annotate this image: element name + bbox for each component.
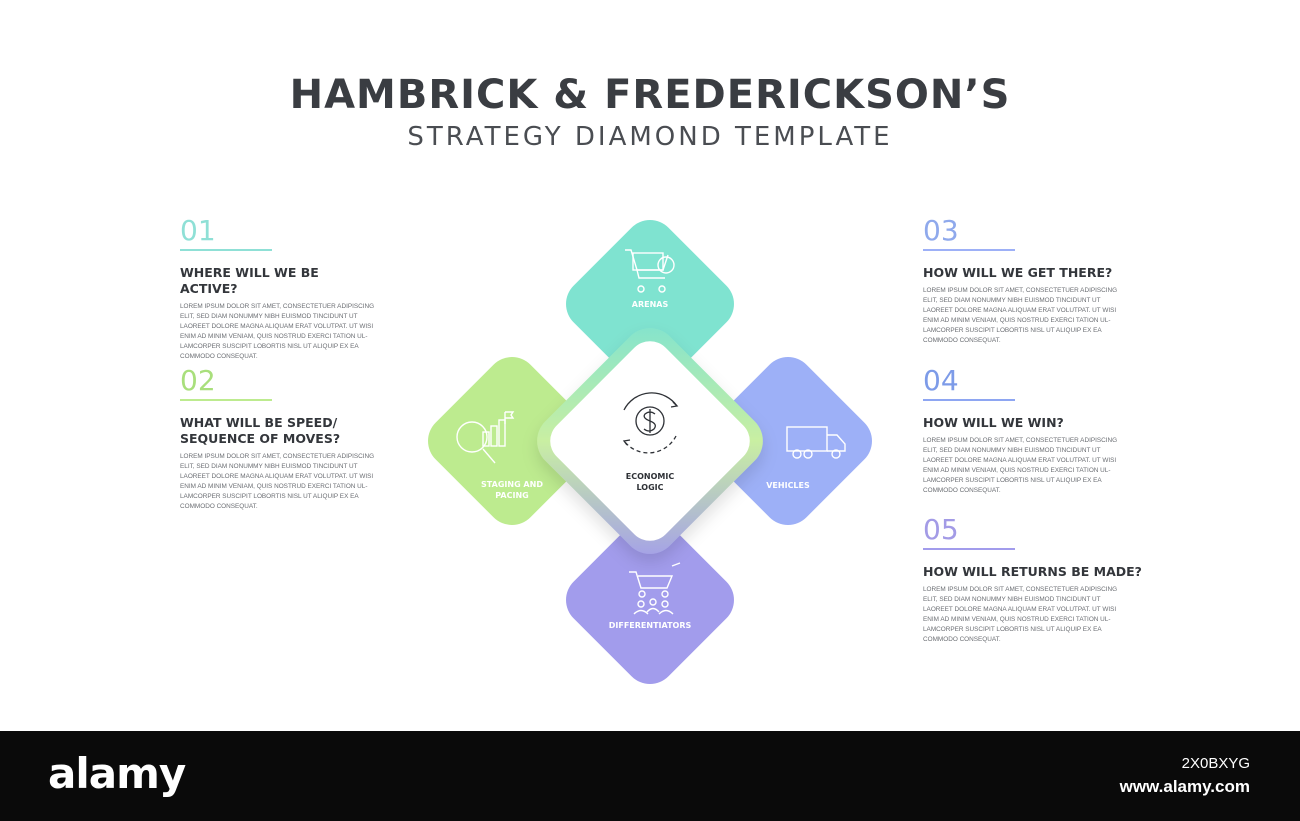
- step-divider: [923, 399, 1015, 401]
- step-02: 02 WHAT WILL BE SPEED/ SEQUENCE OF MOVES…: [180, 365, 380, 512]
- step-05: 05 HOW WILL RETURNS BE MADE? LOREM IPSUM…: [923, 514, 1153, 645]
- step-question: WHAT WILL BE SPEED/ SEQUENCE OF MOVES?: [180, 415, 341, 446]
- diamond-tile-arenas: ARENAS: [566, 220, 734, 388]
- step-03: 03 HOW WILL WE GET THERE? LOREM IPSUM DO…: [923, 215, 1123, 346]
- diamond-tile-staging: STAGING AND PACING: [428, 357, 596, 525]
- brand-logo: alamy: [48, 749, 186, 798]
- step-question: HOW WILL WE WIN?: [923, 415, 1064, 430]
- step-divider: [180, 249, 272, 251]
- step-body: LOREM IPSUM DOLOR SIT AMET, CONSECTETUER…: [923, 586, 1118, 643]
- diamond-tile-differentiators: DIFFERENTIATORS: [566, 516, 734, 684]
- diamond-center-economic-logic: [537, 328, 763, 554]
- tile-label: VEHICLES: [766, 481, 810, 490]
- step-body: LOREM IPSUM DOLOR SIT AMET, CONSECTETUER…: [180, 453, 375, 510]
- step-divider: [923, 548, 1015, 550]
- step-divider: [923, 249, 1015, 251]
- watermark-footer: alamy 2X0BXYG www.alamy.com: [0, 731, 1300, 821]
- step-number: 05: [923, 513, 959, 546]
- tile-label: ARENAS: [632, 300, 669, 309]
- dollar-cycle-icon: [622, 392, 679, 454]
- step-number: 01: [180, 214, 216, 247]
- step-04: 04 HOW WILL WE WIN? LOREM IPSUM DOLOR SI…: [923, 365, 1123, 496]
- step-number: 02: [180, 364, 216, 397]
- image-id: 2X0BXYG: [1181, 755, 1250, 772]
- tile-label: PACING: [495, 491, 528, 500]
- step-question: HOW WILL WE GET THERE?: [923, 265, 1113, 280]
- step-body: LOREM IPSUM DOLOR SIT AMET, CONSECTETUER…: [923, 287, 1118, 344]
- tile-label: DIFFERENTIATORS: [609, 621, 692, 630]
- truck-icon: [786, 426, 846, 459]
- strategy-diamond: ARENAS STAGING AND PACING VEHICLES: [428, 220, 872, 684]
- shopping-cart-icon: [625, 249, 675, 293]
- page-title: HAMBRICK & FREDERICKSON’S: [289, 72, 1011, 118]
- step-number: 03: [923, 214, 959, 247]
- step-question: WHERE WILL WE BE ACTIVE?: [180, 265, 319, 296]
- step-question: HOW WILL RETURNS BE MADE?: [923, 564, 1142, 579]
- center-label: LOGIC: [636, 483, 663, 492]
- step-number: 04: [923, 364, 959, 397]
- site-url: www.alamy.com: [1119, 777, 1250, 796]
- cart-people-icon: [629, 562, 681, 615]
- step-divider: [180, 399, 272, 401]
- step-01: 01 WHERE WILL WE BE ACTIVE? LOREM IPSUM …: [180, 215, 380, 362]
- step-body: LOREM IPSUM DOLOR SIT AMET, CONSECTETUER…: [923, 437, 1118, 494]
- page-subtitle: STRATEGY DIAMOND TEMPLATE: [407, 122, 893, 152]
- chart-magnifier-icon: [456, 411, 515, 464]
- tile-label: STAGING AND: [481, 480, 543, 489]
- center-label: ECONOMIC: [626, 472, 675, 481]
- diamond-tile-vehicles: VEHICLES: [704, 357, 872, 525]
- step-body: LOREM IPSUM DOLOR SIT AMET, CONSECTETUER…: [180, 303, 375, 360]
